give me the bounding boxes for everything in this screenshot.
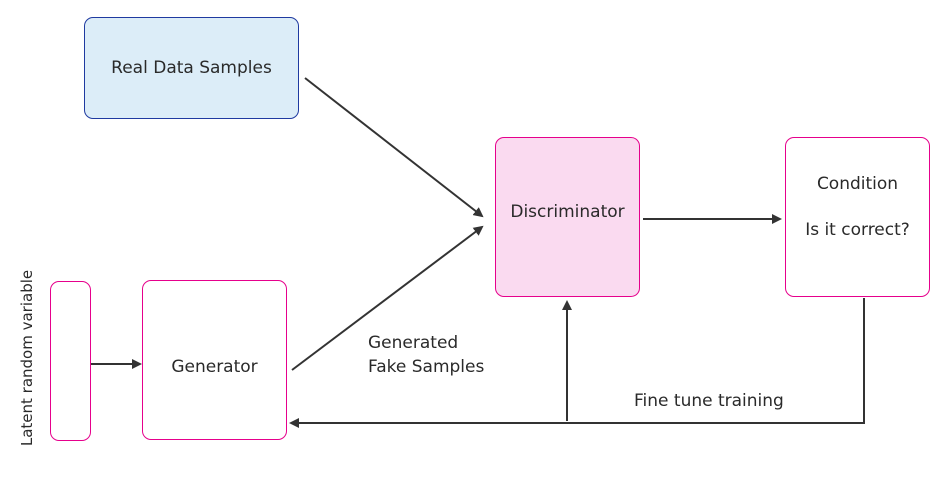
arrow-feedback-to-generator — [289, 298, 865, 428]
latent-label: Latent random variable — [18, 269, 36, 447]
arrow-generator-to-discriminator — [291, 225, 484, 371]
fine-tune-label: Fine tune training — [634, 391, 784, 411]
discriminator-node: Discriminator — [495, 137, 640, 297]
generator-node: Generator — [142, 280, 287, 440]
latent-node — [50, 281, 91, 441]
real-data-label: Real Data Samples — [111, 58, 272, 78]
condition-question: Is it correct? — [805, 220, 910, 240]
generated-label-line2: Fake Samples — [368, 357, 485, 377]
generator-label: Generator — [171, 357, 258, 377]
condition-label: Condition — [816, 174, 899, 194]
arrow-real-to-discriminator — [304, 77, 484, 218]
condition-node: Condition Is it correct? — [785, 137, 930, 297]
generated-label-line1: Generated — [368, 333, 459, 353]
real-data-node: Real Data Samples — [84, 17, 299, 119]
discriminator-label: Discriminator — [510, 202, 625, 222]
